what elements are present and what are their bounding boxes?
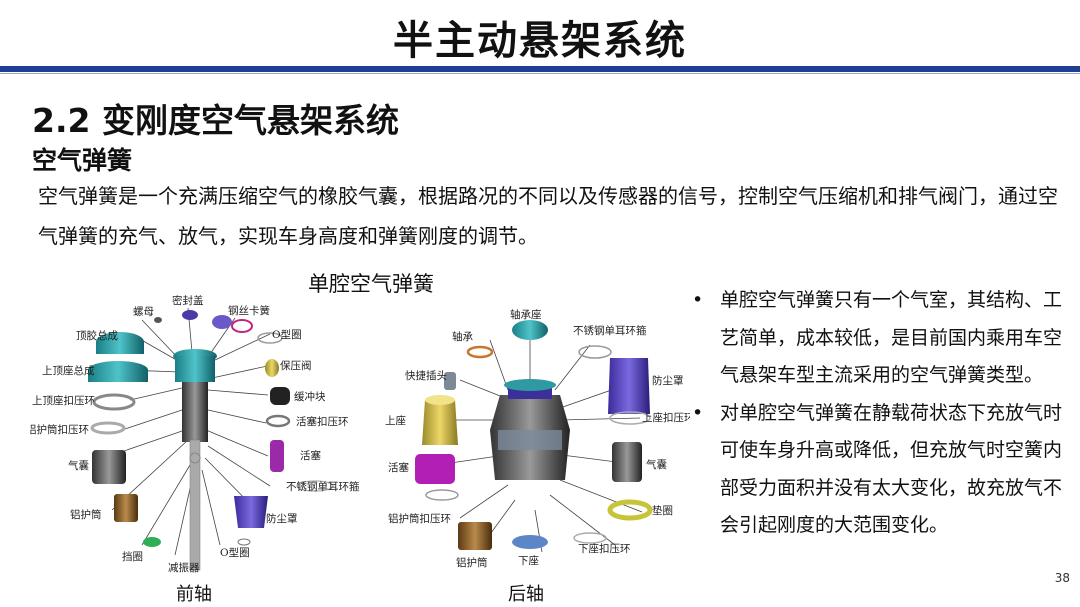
- label-upper-ring-rear: 上座扣压环: [642, 411, 690, 424]
- title-divider-thin: [0, 73, 1080, 74]
- rear-axle-diagram: 轴承座 轴承 不锈钢单耳环箍 快捷插头 防尘罩 上座扣压环 上座 活塞 气囊 垫…: [385, 308, 690, 569]
- label-al-ring-rear: 铝护筒扣压环: [388, 512, 451, 525]
- label-nut: 螺母: [133, 306, 154, 318]
- label-bellows: 气囊: [68, 459, 89, 472]
- label-o-ring-top: O型圈: [272, 328, 302, 341]
- air-spring-exploded-diagram: 螺母 密封盖 钢丝卡簧 顶胶总成 O型圈 上顶座总成 保压阀 缓冲块 上顶座扣压…: [30, 294, 690, 574]
- label-o-ring-bottom: O型圈: [220, 546, 250, 559]
- label-ss-clamp: 不锈钢单耳环箍: [286, 480, 360, 493]
- caption-front-axle: 前轴: [176, 584, 212, 605]
- label-steel-clip: 钢丝卡簧: [228, 304, 270, 317]
- label-dust-cover-rear: 防尘罩: [652, 374, 684, 387]
- label-ss-clamp-rear: 不锈钢单耳环箍: [573, 324, 647, 337]
- subsection-heading: 空气弹簧: [32, 146, 133, 175]
- label-al-sleeve-rear: 铝护筒: [456, 556, 488, 569]
- label-bearing-seat: 轴承座: [510, 308, 542, 321]
- page-number: 38: [1054, 571, 1070, 585]
- bullet-text: 单腔空气弹簧只有一个气室，其结构、工艺简单，成本较低，是目前国内乘用车空气悬架车…: [720, 289, 1063, 386]
- label-upper-ring: 上顶座扣压环: [32, 394, 95, 407]
- label-top-mount: 顶胶总成: [76, 329, 118, 342]
- label-bellows-rear: 气囊: [646, 458, 667, 471]
- bullet-text: 对单腔空气弹簧在静载荷状态下充放气时可使车身升高或降低，但充放气时空簧内部受力面…: [720, 401, 1063, 537]
- bullet-item: • 单腔空气弹簧只有一个气室，其结构、工艺简单，成本较低，是目前国内乘用车空气悬架…: [692, 282, 1062, 395]
- label-lower-ring: 下座扣压环: [578, 542, 631, 555]
- bullet-list: • 单腔空气弹簧只有一个气室，其结构、工艺简单，成本较低，是目前国内乘用车空气悬架…: [692, 282, 1062, 545]
- label-bearing: 轴承: [452, 330, 473, 343]
- label-upper-seat-rear: 上座: [385, 414, 406, 427]
- section-heading: 2.2 变刚度空气悬架系统: [32, 101, 399, 140]
- label-damper: 减振器: [168, 561, 200, 574]
- caption-rear-axle: 后轴: [508, 584, 544, 605]
- label-retainer: 挡圈: [122, 550, 143, 563]
- label-dust-cover: 防尘罩: [266, 512, 298, 525]
- intro-paragraph: 空气弹簧是一个充满压缩空气的橡胶气囊，根据路况的不同以及传感器的信号，控制空气压…: [38, 184, 1058, 248]
- label-piston-rear: 活塞: [388, 461, 409, 474]
- label-piston-ring: 活塞扣压环: [296, 415, 349, 428]
- front-axle-diagram: 螺母 密封盖 钢丝卡簧 顶胶总成 O型圈 上顶座总成 保压阀 缓冲块 上顶座扣压…: [30, 294, 360, 574]
- label-al-sleeve: 铝护筒: [70, 508, 102, 521]
- bullet-item: • 对单腔空气弹簧在静载荷状态下充放气时可使车身升高或降低，但充放气时空簧内部受力…: [692, 395, 1062, 545]
- label-bumper: 缓冲块: [294, 390, 326, 403]
- label-upper-seat: 上顶座总成: [42, 364, 95, 377]
- label-al-ring: 铝护筒扣压环: [30, 423, 89, 436]
- label-seal-cap: 密封盖: [172, 294, 204, 307]
- label-valve: 保压阀: [280, 359, 312, 372]
- bullet-dot-icon: •: [692, 289, 704, 311]
- label-lower-seat: 下座: [518, 554, 539, 567]
- label-piston: 活塞: [300, 449, 321, 462]
- label-quick-connector: 快捷插头: [405, 369, 447, 382]
- slide-title: 半主动悬架系统: [393, 18, 687, 64]
- title-divider: [0, 66, 1080, 72]
- figure-title: 单腔空气弹簧: [308, 272, 434, 296]
- label-pad: 垫圈: [652, 504, 673, 517]
- bullet-dot-icon: •: [692, 401, 704, 424]
